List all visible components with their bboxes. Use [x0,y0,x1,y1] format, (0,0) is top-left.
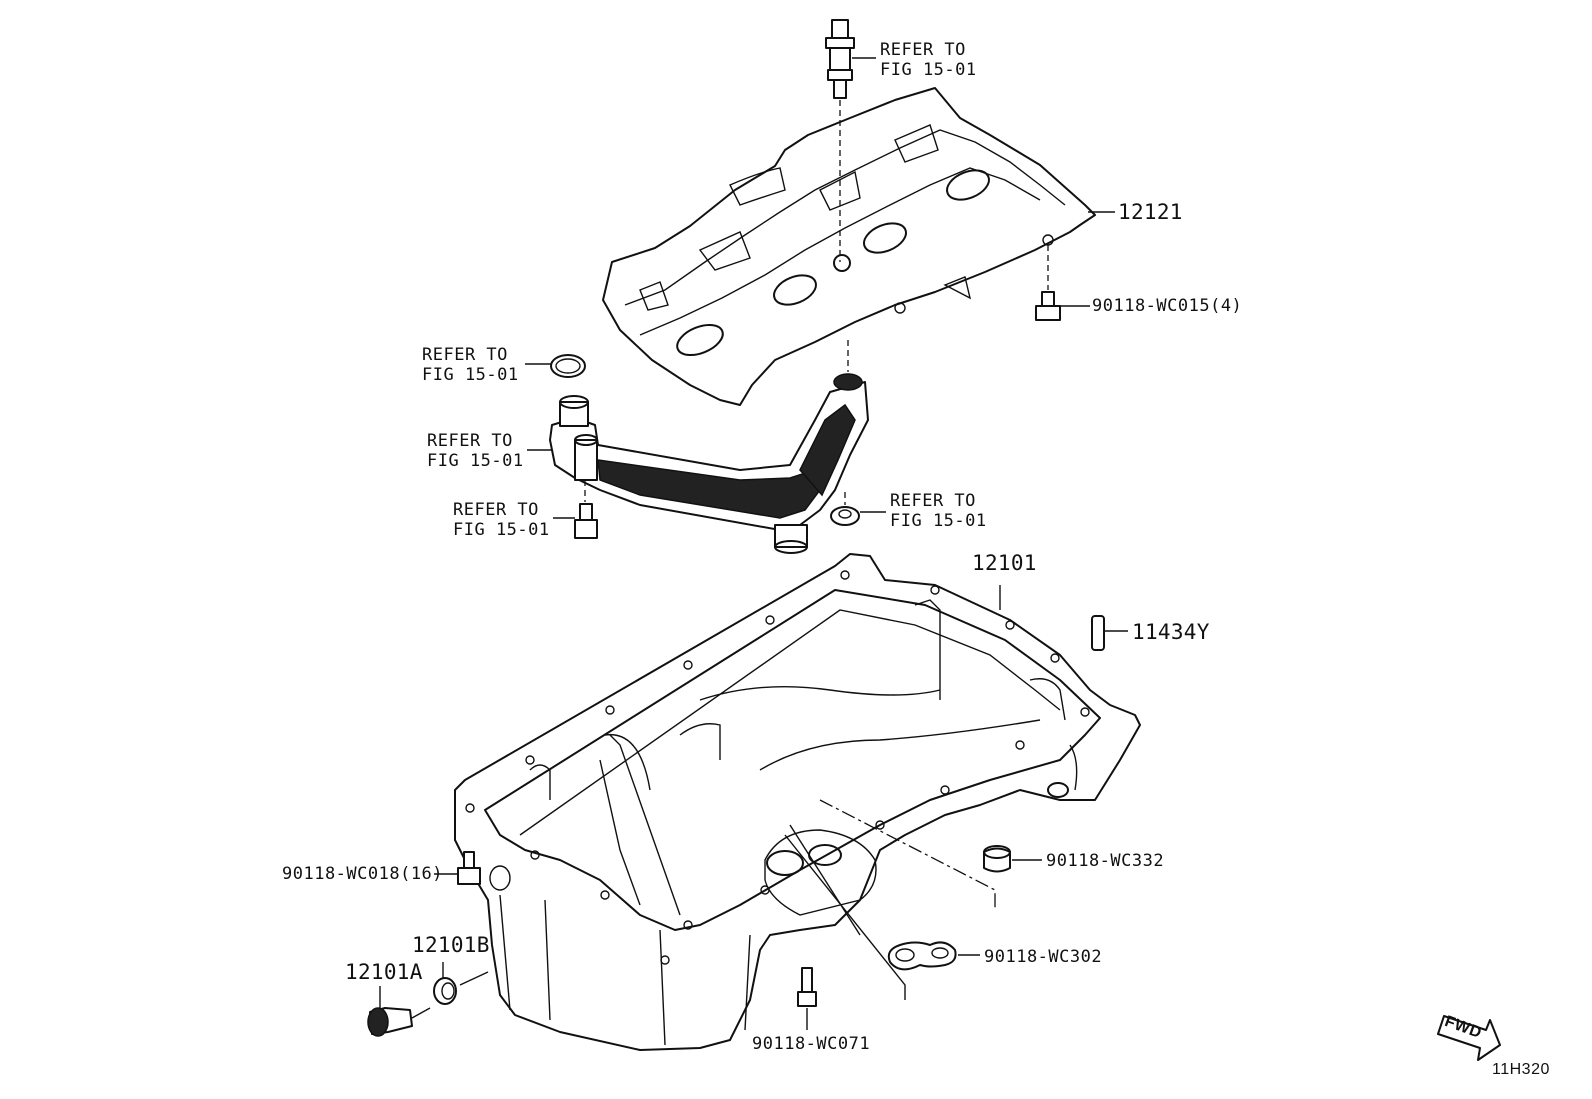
drain-plug[interactable] [367,986,431,1037]
diagram-code: 11H320 [1492,1061,1550,1078]
part-label-sleeve[interactable]: 90118-WC332 [1046,851,1165,871]
fwd-arrow-icon [1437,1015,1501,1061]
oil-pan-bolt[interactable] [434,851,481,885]
oil-pump-gasket[interactable] [784,824,980,1000]
part-label-outlet-bolt[interactable]: 90118-WC071 [752,1034,871,1054]
part-label-11434y[interactable]: 11434Y [1132,620,1210,644]
oil-pan[interactable] [454,553,1141,1051]
oil-pan-baffle[interactable] [602,87,1096,406]
part-label-pan-bolt[interactable]: 90118-WC018(16) [282,864,444,884]
part-label-gasket[interactable]: 90118-WC302 [984,947,1103,967]
strainer-grommet[interactable] [830,492,886,526]
part-label-12101[interactable]: 12101 [972,551,1037,575]
part-label-12121[interactable]: 12121 [1118,200,1183,224]
part-label-baffle-bolt[interactable]: 90118-WC015(4) [1092,296,1243,316]
strainer-bolt[interactable] [553,480,598,539]
strainer-o-ring[interactable] [550,354,586,378]
locating-pin[interactable] [1091,615,1128,651]
part-label-12101a[interactable]: 12101A [345,960,423,984]
oil-strainer[interactable] [549,373,869,554]
drain-plug-gasket[interactable] [433,962,489,1005]
baffle-bolt[interactable] [1035,245,1090,321]
oil-outlet-bolt[interactable] [797,967,817,1030]
sleeve[interactable] [819,799,1042,910]
top-stud-bolt[interactable] [825,19,876,99]
part-label-12101b[interactable]: 12101B [412,933,490,957]
